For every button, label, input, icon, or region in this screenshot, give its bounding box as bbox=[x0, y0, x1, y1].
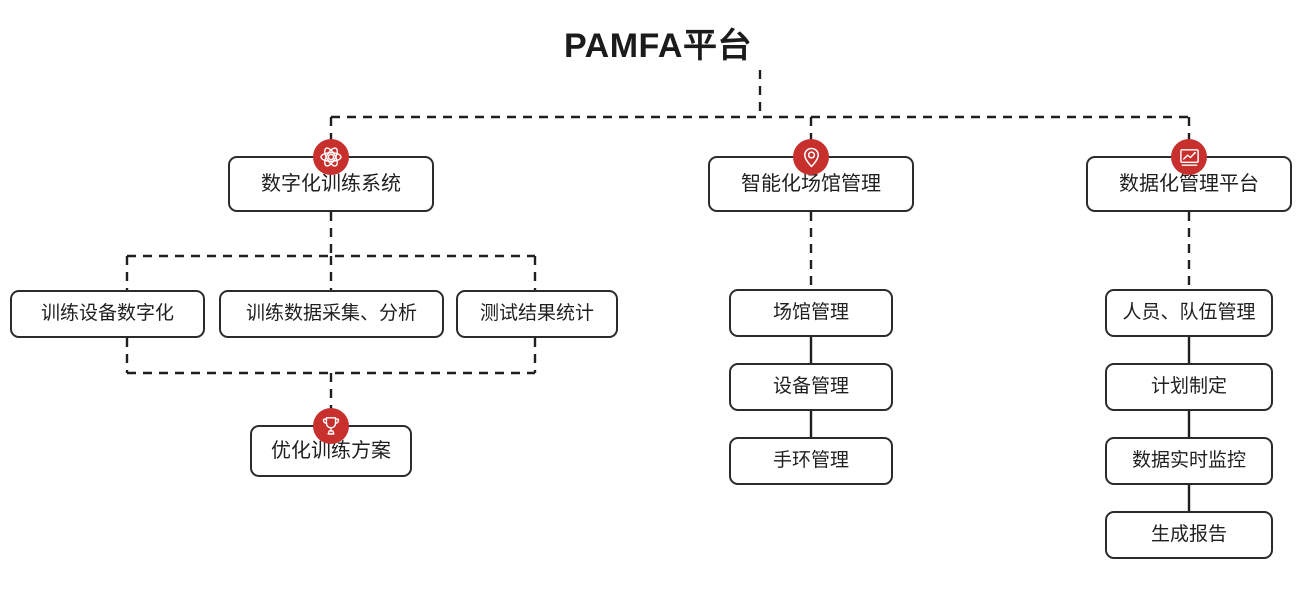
leaf-node-label: 手环管理 bbox=[772, 449, 849, 471]
leaf-node-label: 人员、队伍管理 bbox=[1122, 301, 1256, 323]
page-title: PAMFA平台 bbox=[564, 27, 752, 65]
leaf-node-equipment-management[interactable]: 设备管理 bbox=[729, 363, 893, 411]
branch-node-label: 智能化场馆管理 bbox=[741, 173, 881, 195]
branch-node-data-management-platform[interactable]: 数据化管理平台 bbox=[1086, 156, 1292, 212]
line-chart-monitor-icon bbox=[1171, 139, 1207, 175]
leaf-node-label: 计划制定 bbox=[1150, 375, 1227, 397]
leaf-node-label: 数据实时监控 bbox=[1131, 449, 1246, 471]
leaf-node-training-equipment-digitalization[interactable]: 训练设备数字化 bbox=[10, 290, 205, 338]
branch-node-label: 数字化训练系统 bbox=[261, 173, 401, 195]
branch-node-label: 数据化管理平台 bbox=[1119, 173, 1259, 195]
leaf-node-label: 训练设备数字化 bbox=[40, 302, 174, 324]
leaf-node-label: 训练数据采集、分析 bbox=[245, 302, 417, 324]
location-pin-icon bbox=[793, 139, 829, 175]
leaf-node-venue-management[interactable]: 场馆管理 bbox=[729, 289, 893, 337]
leaf-node-plan-formulation[interactable]: 计划制定 bbox=[1105, 363, 1273, 411]
leaf-node-training-data-collection-analysis[interactable]: 训练数据采集、分析 bbox=[219, 290, 444, 338]
leaf-node-label: 场馆管理 bbox=[772, 301, 849, 323]
trophy-icon bbox=[313, 408, 349, 444]
leaf-node-wristband-management[interactable]: 手环管理 bbox=[729, 437, 893, 485]
leaf-node-label: 测试结果统计 bbox=[479, 302, 594, 324]
leaf-node-generate-report[interactable]: 生成报告 bbox=[1105, 511, 1273, 559]
leaf-node-label: 生成报告 bbox=[1150, 523, 1227, 545]
leaf-node-realtime-data-monitoring[interactable]: 数据实时监控 bbox=[1105, 437, 1273, 485]
outcome-node-label: 优化训练方案 bbox=[271, 440, 391, 462]
leaf-node-label: 设备管理 bbox=[772, 375, 849, 397]
leaf-node-test-result-statistics[interactable]: 测试结果统计 bbox=[456, 290, 618, 338]
atom-icon bbox=[313, 139, 349, 175]
leaf-node-personnel-team-management[interactable]: 人员、队伍管理 bbox=[1105, 289, 1273, 337]
